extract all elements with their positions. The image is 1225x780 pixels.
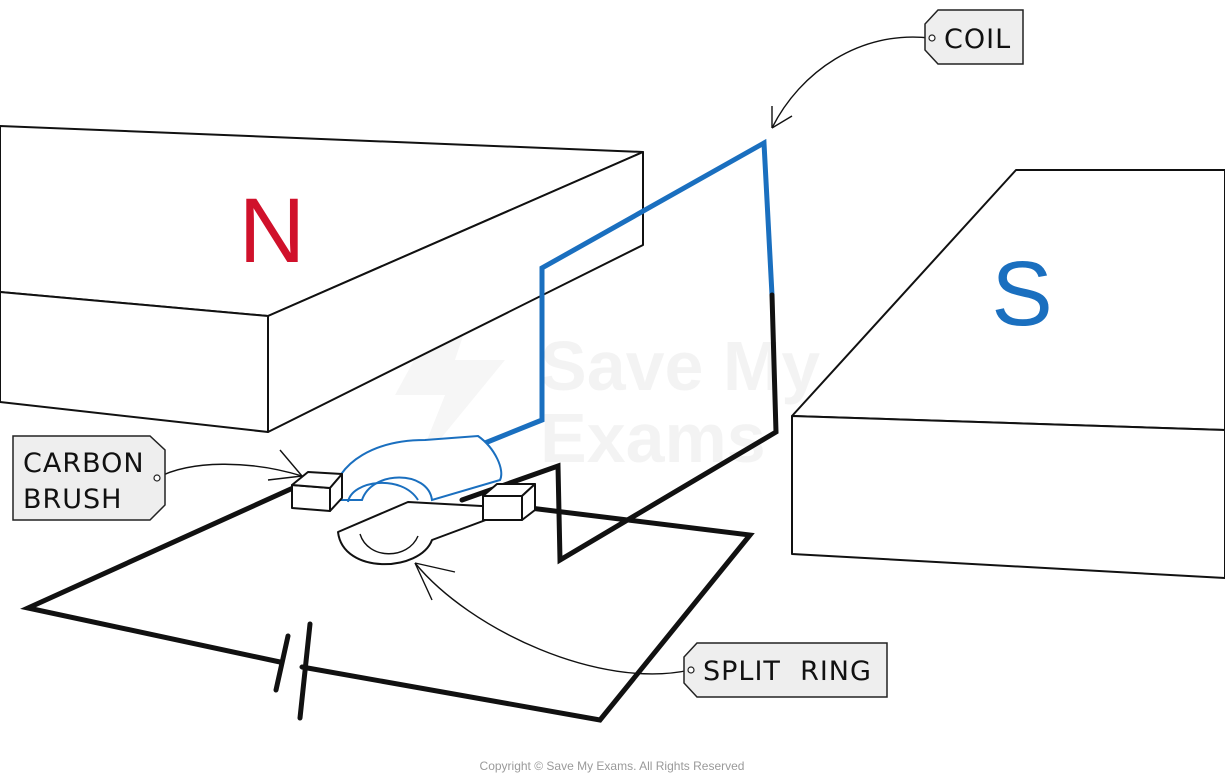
coil-pointer (771, 36, 931, 129)
coil-tag-hole (928, 34, 936, 42)
split-ring-tag-shape (683, 642, 888, 698)
circuit-wire-left (20, 485, 296, 665)
battery-cell-short-plate (273, 633, 291, 693)
split-ring-pointer-arrowhead (414, 562, 456, 601)
pointers (156, 36, 931, 675)
carbon-brush-tag-hole (153, 474, 161, 482)
split-ring-commutator (330, 434, 519, 566)
carbon-brush-left-front (291, 484, 331, 512)
carbon-brush-tag-label-line2: BRUSH (23, 484, 123, 515)
carbon-brush-pointer (156, 463, 303, 479)
copyright-notice: Copyright © Save My Exams. All Rights Re… (480, 759, 745, 773)
watermark-line2: Exams (540, 399, 766, 477)
south-magnet-front-face (791, 415, 1225, 579)
north-magnet: N (0, 125, 644, 433)
south-pole-label: S (991, 243, 1052, 345)
carbon-brush-pointer-arrowhead (267, 449, 303, 481)
carbon-brush-right-front (482, 495, 523, 521)
carbon-brush-tag: CARBON BRUSH (12, 435, 166, 521)
coil-loop-black (459, 292, 779, 565)
split-ring-upper-inner (347, 481, 419, 503)
north-magnet-front-face (0, 291, 269, 433)
circuit-wire-right (299, 505, 755, 723)
coil-tag-shape (924, 9, 1024, 65)
carbon-brush-tag-shape (12, 435, 166, 521)
watermark-line1: Save My (540, 327, 820, 405)
coil (459, 138, 779, 565)
coil-tag-label: COIL (944, 24, 1011, 55)
split-ring-lower-inner (359, 533, 419, 555)
south-magnet: S (791, 169, 1225, 579)
carbon-brush-tag-label-line1: CARBON (23, 448, 145, 479)
coil-tag: COIL (924, 9, 1024, 65)
split-ring-tag: SPLIT RING (683, 642, 888, 698)
external-circuit (20, 485, 755, 723)
carbon-brush-left-side (329, 473, 343, 512)
carbon-brush-left (291, 471, 343, 512)
south-magnet-top-face (791, 169, 1225, 431)
coil-loop-blue (477, 138, 775, 448)
split-ring-tag-hole (687, 666, 695, 674)
carbon-brush-right (482, 483, 536, 521)
split-ring-tag-label: SPLIT RING (703, 656, 872, 687)
battery-cell-long-plate (297, 621, 313, 721)
coil-pointer-arrowhead (771, 106, 793, 129)
split-ring-lower-half (337, 501, 519, 566)
carbon-brush-right-side (521, 483, 536, 521)
split-ring-pointer (414, 562, 691, 675)
north-pole-label: N (239, 180, 305, 282)
